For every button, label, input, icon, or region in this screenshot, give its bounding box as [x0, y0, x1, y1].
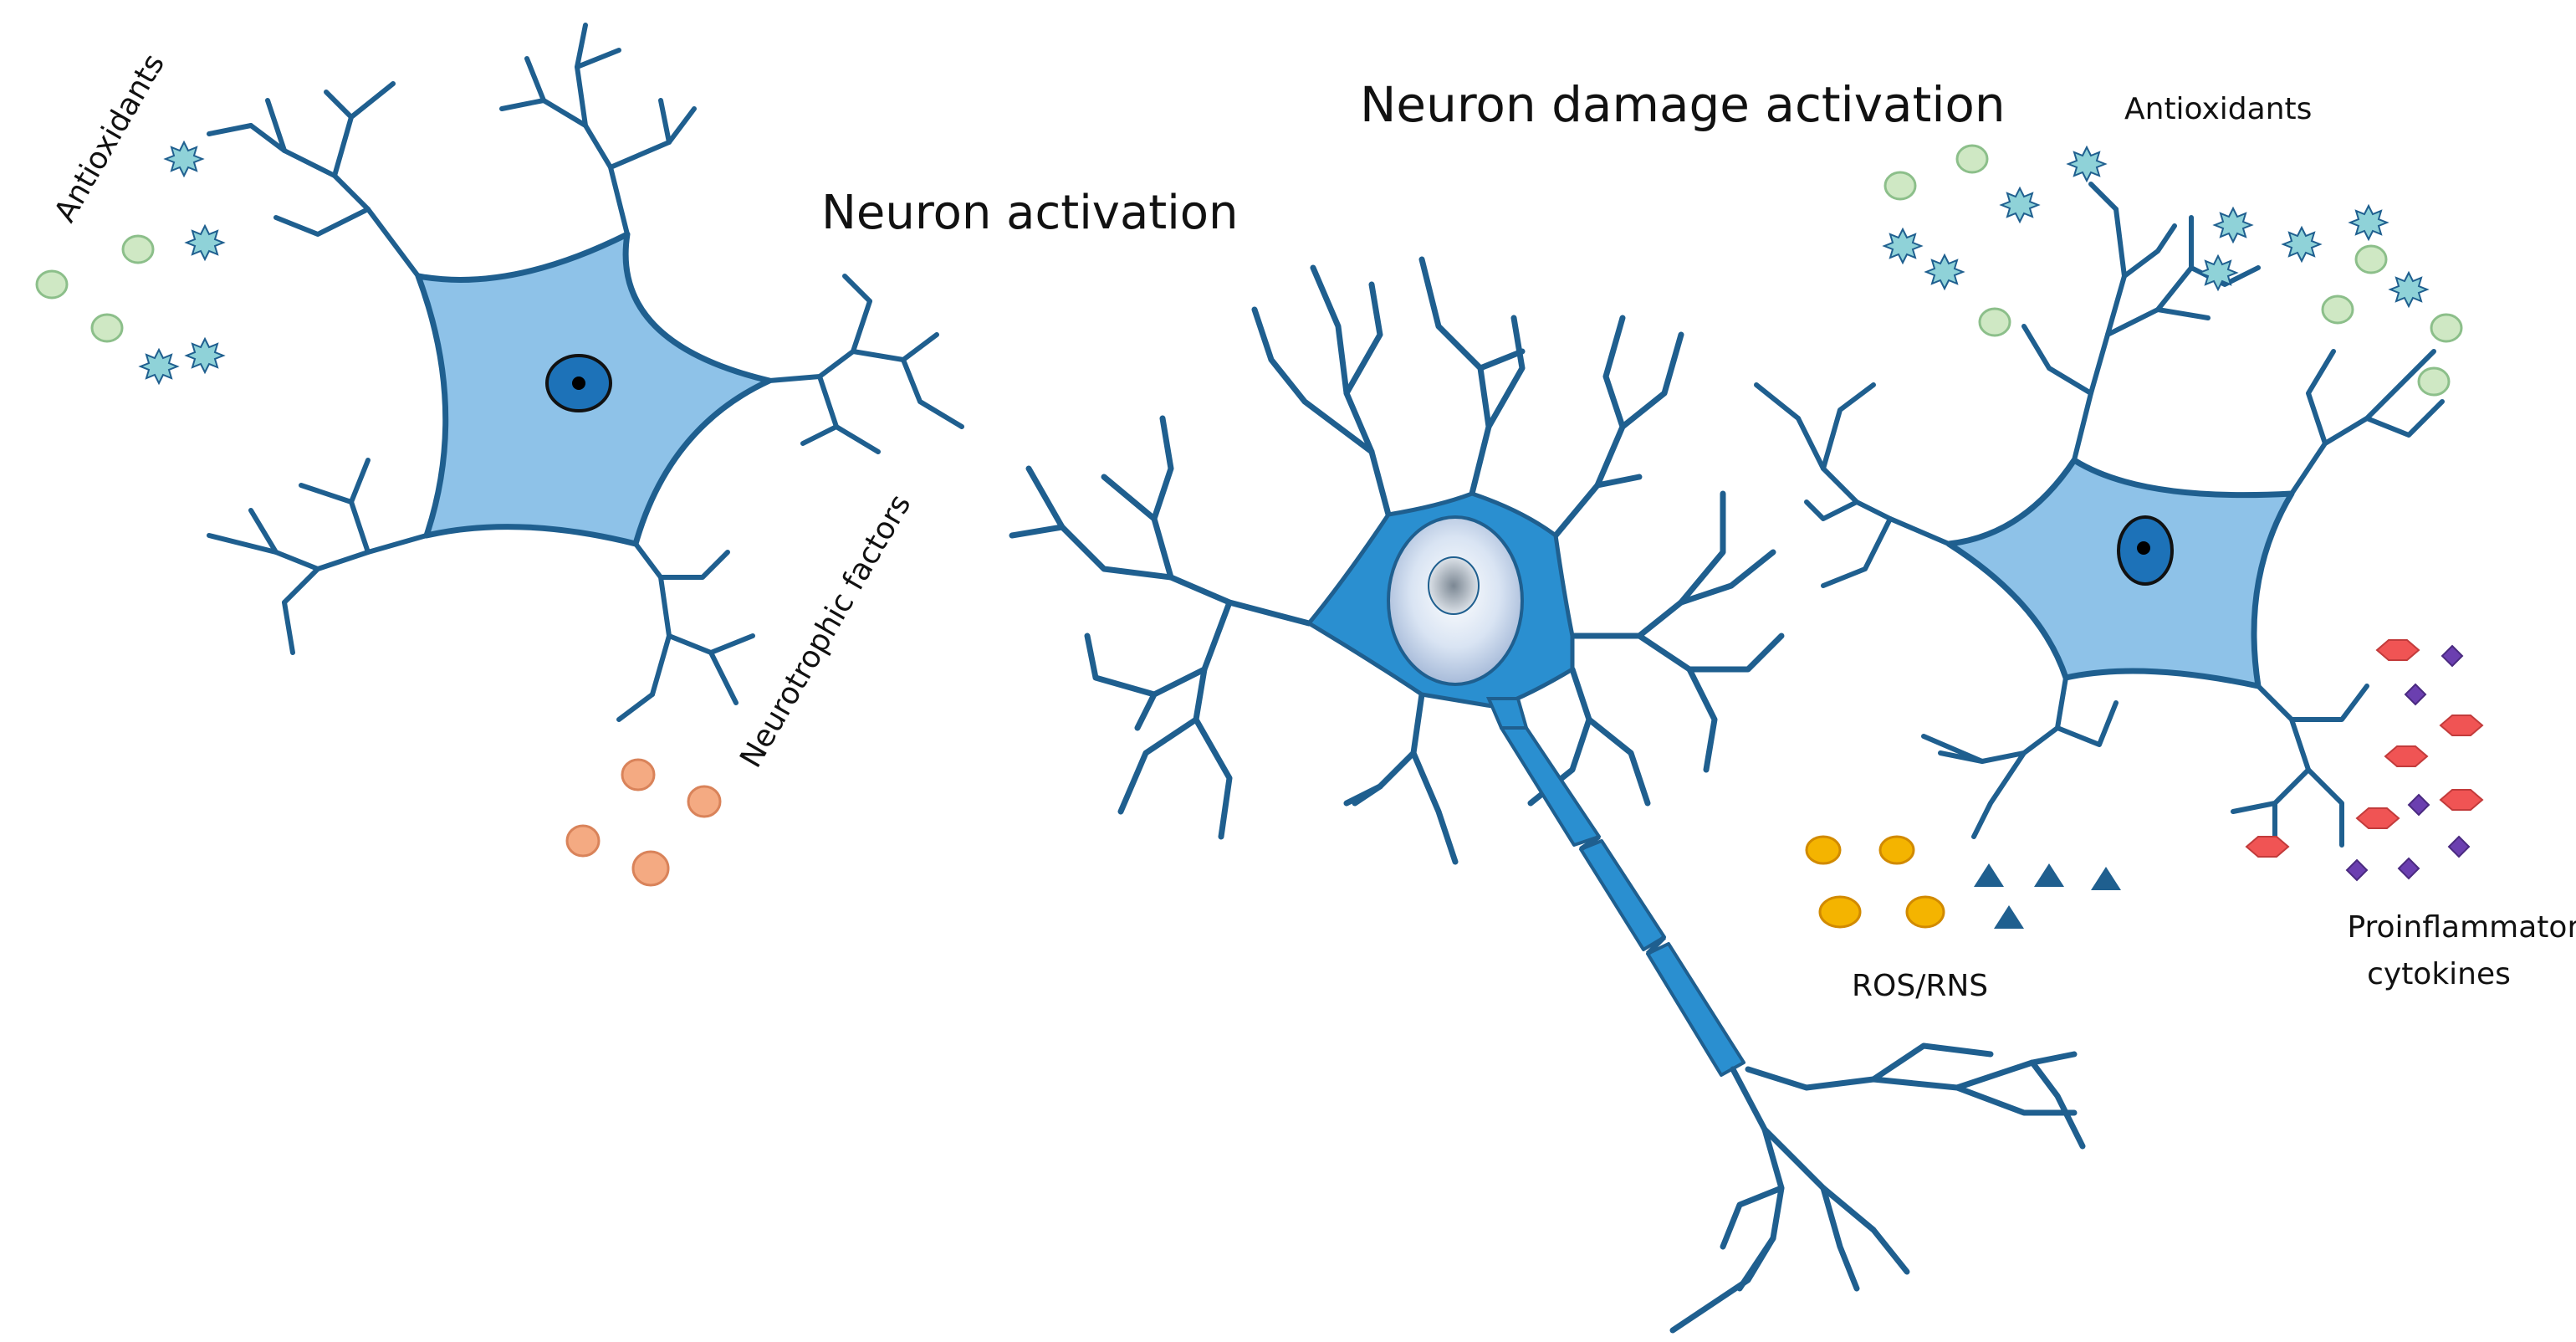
proinflammatory-label: Proinflammatory [2347, 910, 2576, 945]
antioxidants-right-label: Antioxidants [2124, 92, 2312, 126]
left-neuron [207, 23, 964, 722]
myelin-segment [1500, 726, 1601, 847]
central-neuron-dendrites [1009, 256, 1785, 865]
central-neuron-nucleolus [1428, 556, 1480, 615]
myelin-segment [1646, 942, 1745, 1077]
antioxidants-left-label: Antioxidants [48, 49, 171, 228]
left-antioxidant-stars [138, 140, 226, 386]
star-icon [1924, 253, 1965, 291]
right-antioxidant-beads [1883, 144, 2463, 397]
cytokine-hexagons [2245, 639, 2484, 858]
cytokines-label: cytokines [2367, 957, 2511, 991]
ros-beads [1805, 835, 1945, 929]
right-neuron-nucleolus [2137, 541, 2150, 555]
axon [1500, 726, 1745, 1077]
axon-terminal [1669, 1042, 2086, 1334]
star-icon [2281, 225, 2323, 264]
rns-triangles [1974, 863, 2121, 929]
right-antioxidant-stars [1882, 145, 2430, 309]
star-icon [163, 140, 205, 178]
left-neuron-nucleolus [572, 376, 585, 390]
central-neuron [1009, 256, 2086, 1334]
right-neuron [1754, 182, 2445, 848]
right-neuron-soma [1945, 457, 2295, 689]
axon-core [1645, 935, 1667, 956]
cytokine-diamonds [2345, 644, 2471, 882]
star-icon [138, 347, 180, 386]
neuron-activation-title: Neuron activation [821, 186, 1239, 240]
star-icon [2348, 203, 2389, 242]
left-antioxidant-beads [35, 234, 155, 343]
star-icon [1999, 186, 2041, 224]
axon-hillock [1485, 697, 1529, 730]
star-icon [184, 223, 226, 262]
star-icon [1882, 227, 1924, 265]
star-icon [184, 336, 226, 375]
star-icon [2388, 270, 2430, 309]
myelin-segment [1579, 839, 1666, 951]
left-neuron-dendrites [207, 23, 964, 722]
neurotrophic-factors-label: Neurotrophic factors [733, 489, 917, 773]
ros-rns-label: ROS/RNS [1852, 969, 1988, 1003]
star-icon [2066, 145, 2108, 183]
axon-core [1579, 834, 1601, 852]
neuron-damage-activation-title: Neuron damage activation [1360, 76, 2006, 133]
star-icon [2197, 254, 2239, 292]
neurotrophic-factor-beads [565, 758, 722, 887]
star-icon [2212, 206, 2254, 244]
